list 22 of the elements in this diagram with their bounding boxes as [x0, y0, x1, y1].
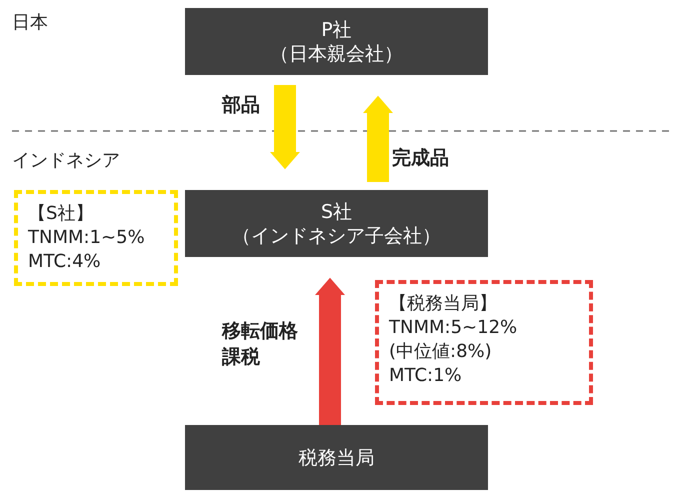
box-text: MTC:4% — [28, 250, 102, 274]
box-text: （日本親会社） — [270, 42, 403, 66]
company-box — [185, 190, 488, 257]
authority-box — [185, 425, 488, 490]
box-text: (中位値:8%) — [389, 340, 493, 364]
box-text: MTC:1% — [389, 364, 463, 388]
block-arrow — [315, 278, 345, 425]
callout-box — [14, 190, 178, 286]
box-text: （インドネシア子会社） — [232, 224, 441, 248]
box-text: 【税務当局】 — [389, 292, 498, 316]
block-arrow — [270, 85, 300, 170]
block-arrow — [363, 96, 393, 182]
box-text: TNMM:1~5% — [28, 226, 146, 250]
box-text: 税務当局 — [298, 446, 374, 470]
region-label: インドネシア — [12, 149, 120, 172]
box-text: 【S社】 — [28, 202, 94, 226]
box-text: S社 — [320, 200, 352, 224]
box-text: TNMM:5~12% — [389, 316, 518, 340]
box-text: P社 — [321, 18, 352, 42]
region-label: 日本 — [12, 11, 48, 34]
company-box — [185, 8, 488, 75]
callout-box — [375, 280, 593, 405]
